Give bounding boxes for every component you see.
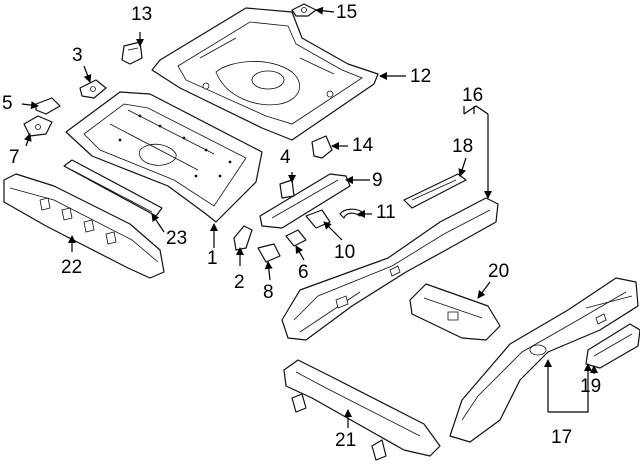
bracket-15 <box>291 3 317 17</box>
callout-10: 10 <box>334 242 356 263</box>
callout-6: 6 <box>298 262 309 283</box>
callout-11: 11 <box>376 202 396 223</box>
plate-5 <box>35 97 61 115</box>
callout-15: 15 <box>336 2 358 23</box>
callout-17: 17 <box>551 427 573 448</box>
bracket-10 <box>305 209 331 229</box>
callout-3: 3 <box>72 45 83 66</box>
bracket-20 <box>409 283 501 341</box>
rear-side-member-17 <box>449 277 639 443</box>
bracket-6 <box>285 229 307 247</box>
crossmember-21 <box>283 359 441 461</box>
bracket-18 <box>403 173 467 209</box>
leader-lines <box>21 6 598 428</box>
callout-18: 18 <box>452 136 474 157</box>
side-sill-22 <box>3 173 165 279</box>
callout-14: 14 <box>352 135 374 156</box>
callout-8: 8 <box>263 282 274 303</box>
callout-4: 4 <box>280 147 291 168</box>
callout-22: 22 <box>61 257 83 278</box>
callout-7: 7 <box>9 147 20 168</box>
crossmember-9 <box>259 173 351 229</box>
side-member-16 <box>281 197 499 341</box>
callout-20: 20 <box>488 261 510 282</box>
plate-7 <box>23 115 53 137</box>
callout-12: 12 <box>410 66 432 87</box>
bracket-13 <box>121 41 143 65</box>
callout-9: 9 <box>372 170 383 191</box>
crossmember-23 <box>63 159 163 217</box>
bracket-8 <box>257 243 281 263</box>
front-floor-pan <box>65 91 263 223</box>
callout-16: 16 <box>462 85 484 106</box>
callout-13: 13 <box>131 4 153 25</box>
callout-21: 21 <box>335 430 357 451</box>
bracket-4 <box>279 179 295 199</box>
callout-19: 19 <box>580 376 602 397</box>
rear-floor-pan <box>151 7 379 141</box>
bracket-3 <box>79 79 107 99</box>
callout-2: 2 <box>234 272 245 293</box>
bracket-14 <box>311 135 333 159</box>
callout-23: 23 <box>166 228 188 249</box>
bracket-2 <box>233 225 253 251</box>
callout-5: 5 <box>2 93 13 114</box>
callout-1: 1 <box>207 248 218 269</box>
